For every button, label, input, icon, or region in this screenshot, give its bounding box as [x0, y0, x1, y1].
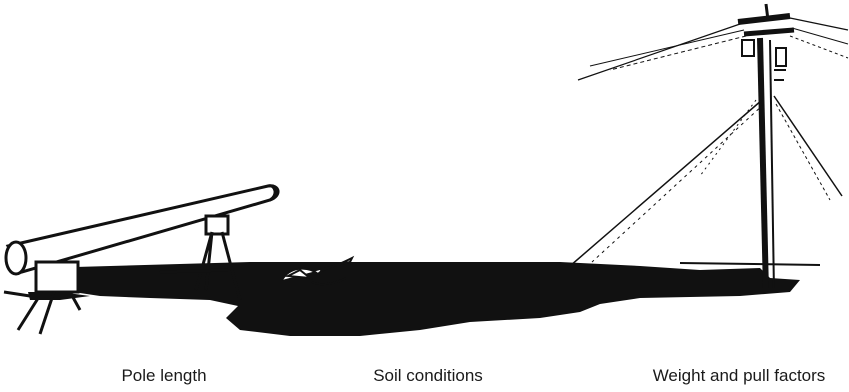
utility-pole — [570, 4, 848, 292]
ground-line — [680, 263, 820, 265]
caption-soil-conditions: Soil conditions — [373, 366, 483, 386]
ground-shadow — [28, 262, 800, 336]
caption-pole-length: Pole length — [121, 366, 206, 386]
caption-weight-and-pull-factors: Weight and pull factors — [653, 366, 826, 386]
